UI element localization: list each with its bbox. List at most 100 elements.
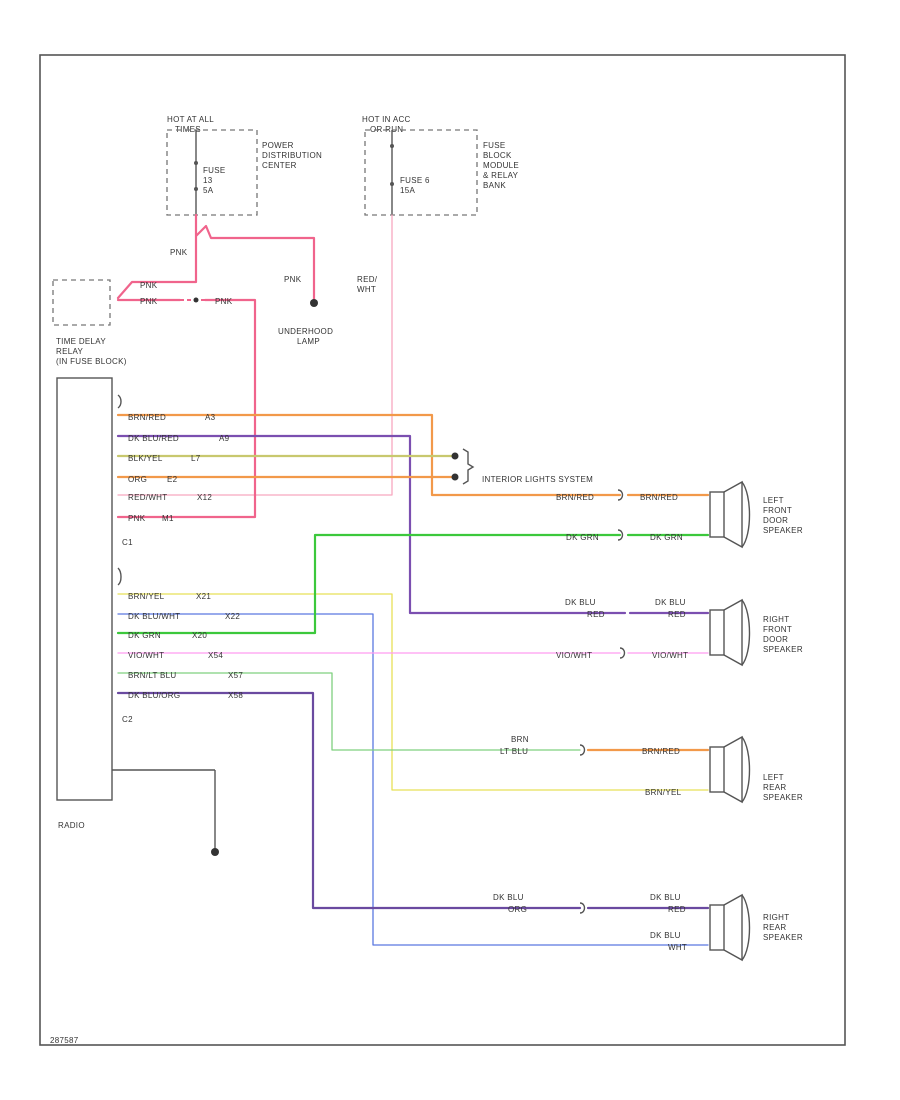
time-delay-relay: TIME DELAY RELAY (IN FUSE BLOCK) [52, 279, 127, 366]
wire-dk-blu-red [116, 434, 627, 615]
svg-text:RIGHT: RIGHT [763, 913, 789, 922]
svg-text:DISTRIBUTION: DISTRIBUTION [262, 151, 322, 160]
svg-text:RED/: RED/ [357, 275, 378, 284]
svg-text:BRN/LT BLU: BRN/LT BLU [128, 671, 177, 680]
wire-brn-yel [117, 593, 709, 791]
svg-text:BRN/RED: BRN/RED [640, 493, 678, 502]
svg-text:BRN/RED: BRN/RED [642, 747, 680, 756]
svg-text:FUSE: FUSE [483, 141, 506, 150]
fuse-block-module: HOT IN ACC OR RUN FUSE 6 15A FUSE BLOCK … [362, 115, 519, 216]
svg-text:FUSE 6: FUSE 6 [400, 176, 430, 185]
svg-text:SPEAKER: SPEAKER [763, 645, 803, 654]
left-front-door-speaker: BRN/RED BRN/RED DK GRN DK GRN LEFT FRONT… [556, 480, 803, 549]
svg-text:13: 13 [203, 176, 213, 185]
svg-text:REAR: REAR [763, 923, 786, 932]
svg-text:FRONT: FRONT [763, 506, 792, 515]
svg-text:BLK/YEL: BLK/YEL [128, 454, 163, 463]
svg-text:MODULE: MODULE [483, 161, 519, 170]
svg-text:PNK: PNK [140, 281, 158, 290]
svg-text:WHT: WHT [668, 943, 687, 952]
svg-text:L7: L7 [191, 454, 201, 463]
diagram-frame [39, 54, 846, 1046]
svg-text:RADIO: RADIO [58, 821, 85, 830]
svg-text:WHT: WHT [357, 285, 376, 294]
left-rear-speaker: BRN LT BLU BRN/RED BRN/YEL LEFT REAR SPE… [500, 735, 803, 804]
svg-text:LAMP: LAMP [297, 337, 320, 346]
svg-text:ORG: ORG [508, 905, 527, 914]
wire-dk-blu-org [116, 691, 582, 910]
svg-text:FRONT: FRONT [763, 625, 792, 634]
svg-text:DK BLU: DK BLU [650, 931, 681, 940]
svg-text:M1: M1 [162, 514, 174, 523]
svg-text:LEFT: LEFT [763, 496, 784, 505]
svg-text:X22: X22 [225, 612, 240, 621]
svg-text:BRN: BRN [511, 735, 529, 744]
svg-text:RIGHT: RIGHT [763, 615, 789, 624]
svg-text:REAR: REAR [763, 783, 786, 792]
svg-text:INTERIOR LIGHTS SYSTEM: INTERIOR LIGHTS SYSTEM [482, 475, 593, 484]
svg-text:& RELAY: & RELAY [483, 171, 519, 180]
svg-text:RED: RED [668, 610, 686, 619]
svg-text:X54: X54 [208, 651, 223, 660]
svg-text:5A: 5A [203, 186, 214, 195]
svg-text:DOOR: DOOR [763, 635, 788, 644]
svg-text:DK BLU: DK BLU [493, 893, 524, 902]
svg-text:DK GRN: DK GRN [128, 631, 161, 640]
ground-point [211, 848, 219, 856]
svg-text:A9: A9 [219, 434, 230, 443]
underhood-lamp: UNDERHOOD LAMP [278, 327, 333, 346]
svg-text:SPEAKER: SPEAKER [763, 793, 803, 802]
svg-text:DK BLU: DK BLU [655, 598, 686, 607]
svg-text:CENTER: CENTER [262, 161, 297, 170]
svg-text:ORG: ORG [128, 475, 147, 484]
svg-text:15A: 15A [400, 186, 415, 195]
power-distribution-center: HOT AT ALL TIMES FUSE 13 5A POWER DISTRI… [166, 115, 322, 216]
svg-text:(IN FUSE BLOCK): (IN FUSE BLOCK) [56, 357, 127, 366]
svg-text:X20: X20 [192, 631, 207, 640]
svg-text:DK BLU/WHT: DK BLU/WHT [128, 612, 180, 621]
svg-text:BLOCK: BLOCK [483, 151, 512, 160]
right-rear-speaker: DK BLU ORG DK BLU RED DK BLU WHT RIGHT R… [493, 893, 803, 962]
svg-text:C1: C1 [122, 538, 133, 547]
svg-text:DK GRN: DK GRN [566, 533, 599, 542]
svg-text:LT BLU: LT BLU [500, 747, 528, 756]
svg-text:DK GRN: DK GRN [650, 533, 683, 542]
svg-text:VIO/WHT: VIO/WHT [652, 651, 688, 660]
wire-pnk-relay [116, 298, 257, 519]
svg-text:TIME DELAY: TIME DELAY [56, 337, 106, 346]
wire-dk-blu-wht [117, 613, 709, 946]
svg-text:A3: A3 [205, 413, 216, 422]
svg-text:DK BLU/ORG: DK BLU/ORG [128, 691, 180, 700]
svg-text:DK BLU: DK BLU [565, 598, 596, 607]
svg-text:BRN/RED: BRN/RED [128, 413, 166, 422]
svg-text:PNK: PNK [170, 248, 188, 257]
svg-text:SPEAKER: SPEAKER [763, 526, 803, 535]
svg-text:RELAY: RELAY [56, 347, 84, 356]
frame-code: 287587 [50, 1036, 79, 1045]
wire-brn-lt-blu [117, 672, 581, 751]
wire-pnk-feed [116, 213, 316, 304]
svg-text:X12: X12 [197, 493, 212, 502]
svg-text:PNK: PNK [284, 275, 302, 284]
wire-dk-grn [116, 533, 622, 635]
svg-text:BRN/YEL: BRN/YEL [645, 788, 682, 797]
svg-text:VIO/WHT: VIO/WHT [556, 651, 592, 660]
svg-text:PNK: PNK [140, 297, 158, 306]
svg-text:PNK: PNK [215, 297, 233, 306]
svg-text:SPEAKER: SPEAKER [763, 933, 803, 942]
svg-text:HOT IN ACC: HOT IN ACC [362, 115, 411, 124]
svg-text:PNK: PNK [128, 514, 146, 523]
svg-text:X21: X21 [196, 592, 211, 601]
svg-text:LEFT: LEFT [763, 773, 784, 782]
wire-red-wht [117, 214, 393, 496]
svg-text:POWER: POWER [262, 141, 294, 150]
svg-text:VIO/WHT: VIO/WHT [128, 651, 164, 660]
svg-text:C2: C2 [122, 715, 133, 724]
svg-text:E2: E2 [167, 475, 178, 484]
svg-text:UNDERHOOD: UNDERHOOD [278, 327, 333, 336]
svg-text:RED/WHT: RED/WHT [128, 493, 167, 502]
svg-text:RED: RED [587, 610, 605, 619]
svg-text:DK BLU/RED: DK BLU/RED [128, 434, 179, 443]
right-front-door-speaker: DK BLU RED DK BLU RED VIO/WHT VIO/WHT RI… [556, 598, 803, 667]
